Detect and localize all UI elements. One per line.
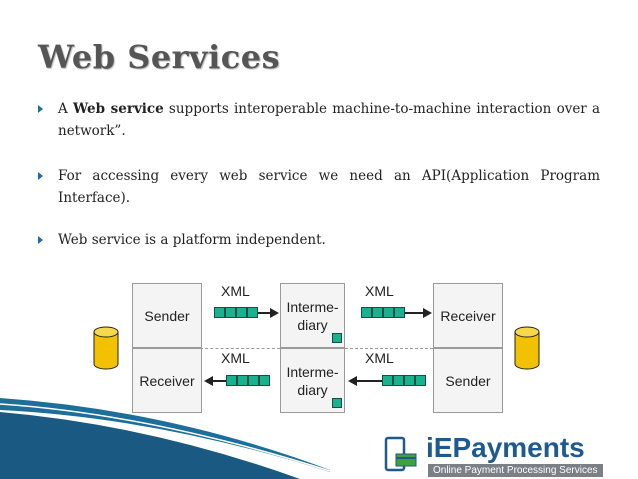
xml-label: XML [221, 350, 250, 366]
sender-box-bottom: Sender [433, 348, 503, 413]
divider-line [345, 348, 433, 349]
payment-device-icon [384, 436, 417, 472]
arrow-left-icon [204, 376, 213, 386]
bullet-3-text: Web service is a platform independent. [58, 232, 326, 248]
arrow-line [356, 380, 382, 382]
bullet-1-text: A Web service supports interoperable mac… [58, 101, 601, 139]
bullet-2-text: For accessing every web service we need … [58, 168, 600, 206]
message-square [332, 398, 342, 408]
database-icon [93, 326, 119, 370]
bullet-arrow-icon [38, 236, 43, 244]
xml-label: XML [221, 283, 250, 299]
logo-wordmark: iEPayments [426, 432, 585, 463]
xml-label: XML [365, 350, 394, 366]
arrow-line [212, 380, 226, 382]
slide-title: Web Services [38, 38, 281, 76]
bullet-arrow-icon [38, 105, 43, 113]
sender-box-top: Sender [132, 283, 202, 348]
bullet-2: For accessing every web service we need … [38, 165, 600, 209]
receiver-box-top: Receiver [433, 283, 503, 348]
xml-message-block [361, 307, 405, 318]
message-square [332, 333, 342, 343]
divider-line [200, 348, 280, 349]
bullet-3: Web service is a platform independent. [38, 229, 600, 251]
arrow-left-icon [348, 376, 357, 386]
bullet-arrow-icon [38, 172, 43, 180]
logo-tagline: Online Payment Processing Services [428, 464, 603, 477]
xml-message-block [382, 375, 426, 386]
database-icon [514, 326, 540, 370]
arrow-line [258, 312, 272, 314]
arrow-line [405, 312, 425, 314]
arrow-right-icon [270, 308, 279, 318]
bullet-1-bold: Web service [72, 101, 164, 117]
xml-message-block [226, 375, 270, 386]
bullet-1: A Web service supports interoperable mac… [38, 98, 600, 142]
receiver-box-bottom: Receiver [132, 348, 202, 413]
xml-label: XML [365, 283, 394, 299]
xml-message-block [214, 307, 258, 318]
arrow-right-icon [423, 308, 432, 318]
